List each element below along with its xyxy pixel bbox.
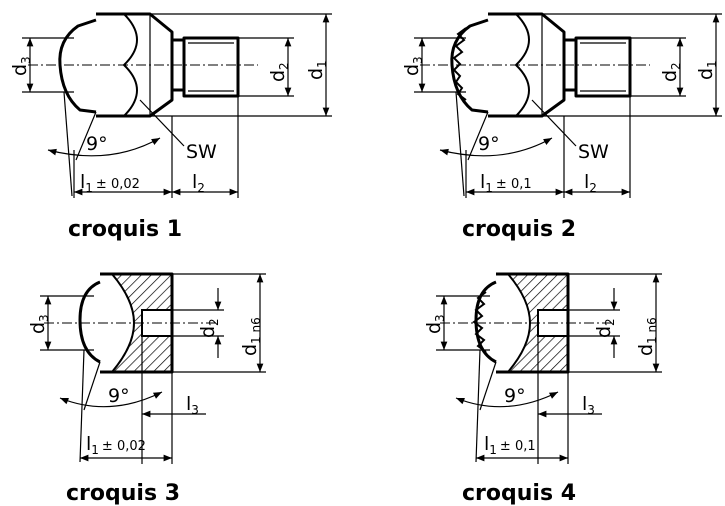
label-d3: d3 [423,314,447,334]
label-l1: l1± 0,02 [86,433,146,457]
label-sw: SW [578,141,609,163]
serrated-ball-edge [472,291,487,353]
angle-arc [47,137,161,157]
serrated-ball-edge [452,27,467,101]
sw-leader [531,99,577,147]
angle-leg [479,361,497,411]
caption-croquis-3: croquis 3 [66,481,180,506]
figure-croquis-1: d3 d2 d1 9° SW l1± 0,02 l2 croquis 1 [9,12,332,242]
angle-leg [83,361,101,411]
label-d1: d1 [305,60,329,80]
angle-arc [455,391,559,408]
label-d2: d2 [197,318,221,338]
angle-arc [59,391,163,408]
label-sw: SW [186,141,217,163]
label-l3: l3 [186,393,199,417]
label-d1: d1 n6 [635,317,659,356]
label-d2: d2 [659,62,683,82]
caption-croquis-1: croquis 1 [68,217,182,242]
label-d3: d3 [27,314,51,334]
ball-head [78,280,101,364]
label-angle: 9° [108,385,130,407]
angle-leg [63,91,73,197]
sw-leader [139,99,185,147]
label-l1: l1± 0,1 [480,171,532,195]
label-l2: l2 [584,171,597,195]
ball-head [58,18,97,114]
label-l3: l3 [582,393,595,417]
thread-stem [182,36,240,98]
label-l2: l2 [192,171,205,195]
label-angle: 9° [504,385,526,407]
label-d2: d2 [593,318,617,338]
angle-leg [475,349,481,463]
label-l1: l1± 0,02 [80,171,140,195]
angle-leg [79,349,85,463]
figure-croquis-4: d3 d2 d1 n6 9° l1± 0,1 l3 croquis 4 [423,272,662,506]
figure-croquis-3: d3 d2 d1 n6 9° l1± 0,02 l3 croquis 3 [27,272,266,506]
angle-leg [455,91,465,197]
label-d3: d3 [9,56,33,76]
thread-stem [574,36,632,98]
caption-croquis-2: croquis 2 [462,217,576,242]
label-angle: 9° [86,133,108,155]
label-d1: d1 n6 [239,317,263,356]
figure-croquis-2: d3 d2 d1 9° SW l1± 0,1 l2 croquis 2 [401,12,722,242]
label-d3: d3 [401,56,425,76]
label-l1: l1± 0,1 [484,433,536,457]
label-d1: d1 [695,60,719,80]
caption-croquis-4: croquis 4 [462,481,576,506]
label-angle: 9° [478,133,500,155]
label-d2: d2 [267,62,291,82]
angle-arc [439,137,553,157]
